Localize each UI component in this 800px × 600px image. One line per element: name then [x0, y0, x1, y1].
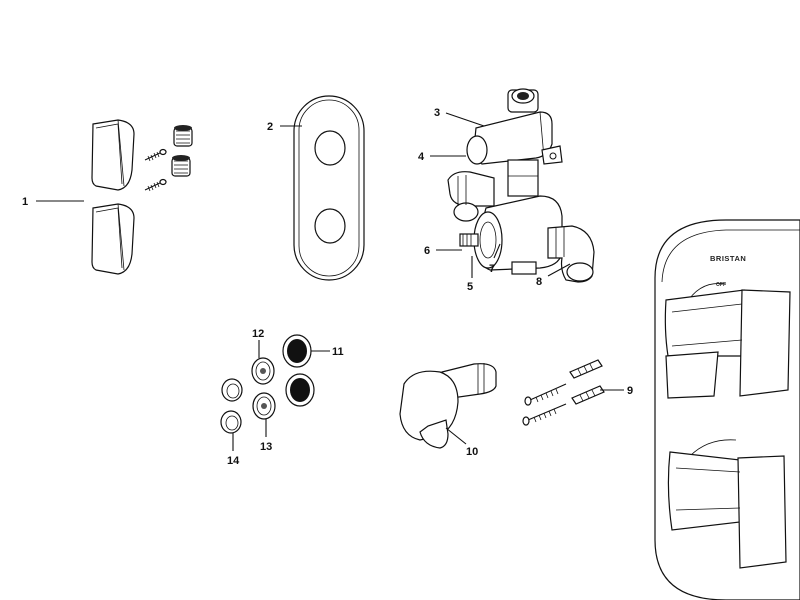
lower-inlet [511, 261, 537, 275]
right-outlet-elbow [547, 225, 595, 283]
label-12: 12 [252, 328, 264, 340]
screw-top [524, 383, 567, 406]
assembled-shower-valve: BRISTAN OFF ON H [654, 219, 800, 600]
wall-plug-bottom [571, 385, 605, 405]
part-9-fixings: 9 [522, 359, 633, 426]
label-6: 6 [424, 245, 430, 257]
control-top: OFF ON [664, 282, 791, 399]
wall-plug-top [569, 359, 603, 379]
spline-adaptor-top [173, 125, 193, 147]
label-11: 11 [332, 346, 344, 358]
seal-11-bottom [285, 373, 315, 407]
label-8: 8 [536, 276, 542, 288]
label-13: 13 [260, 441, 272, 453]
part-1-handles: 1 [22, 119, 193, 275]
label-1: 1 [22, 196, 28, 208]
label-10: 10 [466, 446, 478, 458]
dial-off-label: OFF [716, 282, 726, 288]
leader-3 [445, 112, 485, 127]
label-14: 14 [227, 455, 240, 467]
vertical-pipe [507, 159, 539, 197]
label-3: 3 [434, 107, 440, 119]
seal-11-top [282, 334, 312, 368]
filter-13 [252, 392, 276, 420]
screw-bottom [522, 403, 567, 426]
part-11-14-seals: 11 12 13 14 [220, 328, 344, 467]
part-10-wall-outlet: 10 [399, 363, 497, 458]
washer-14-bottom [220, 410, 242, 434]
brand-logo: BRISTAN [710, 254, 746, 263]
filter-12 [251, 357, 275, 385]
leader-10 [445, 427, 467, 445]
spline-adaptor-bottom [171, 155, 191, 177]
label-7: 7 [489, 263, 495, 275]
leader-8 [547, 263, 571, 277]
label-5: 5 [467, 281, 473, 293]
part-3-8-valve-body: 3 4 6 5 7 8 [418, 88, 595, 293]
top-inlet-fitting [507, 88, 539, 113]
part-2-backplate: 2 [267, 95, 365, 281]
grub-screw-top [144, 148, 167, 162]
handle-bottom [91, 203, 135, 275]
spindle-6 [459, 233, 479, 247]
label-2: 2 [267, 121, 273, 133]
mounting-bracket [541, 145, 563, 165]
grub-screw-bottom [144, 178, 167, 192]
handle-top [91, 119, 135, 191]
label-9: 9 [627, 385, 633, 397]
diverter-body-horizontal [466, 111, 553, 165]
thermostatic-cartridge-body [473, 195, 563, 271]
washer-14-top [221, 378, 243, 402]
leader-7 [493, 243, 501, 259]
control-bottom: H [667, 439, 787, 569]
label-4: 4 [418, 151, 425, 163]
